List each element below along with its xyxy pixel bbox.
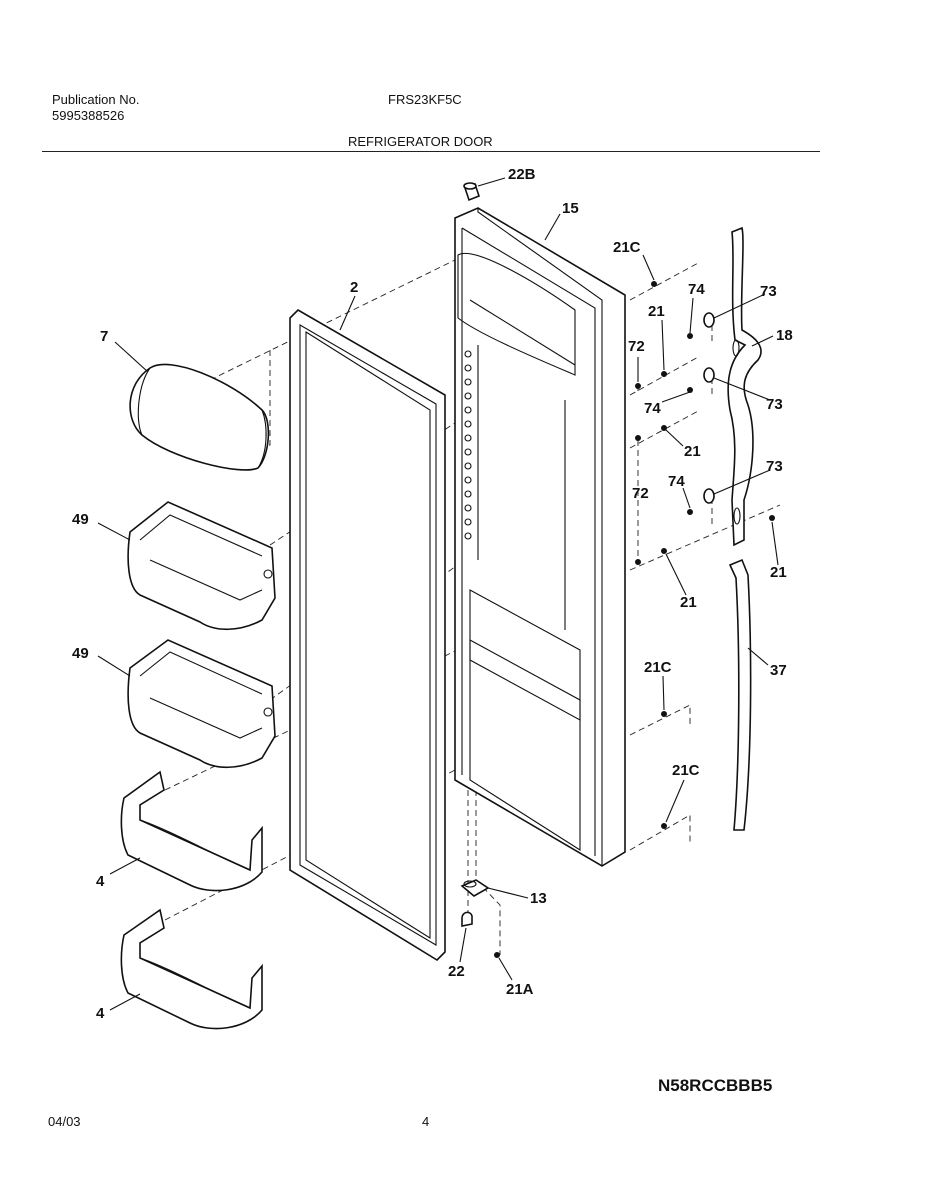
handle-mounts xyxy=(703,312,715,504)
callout-37: 37 xyxy=(770,662,787,679)
publication-label: Publication No. xyxy=(52,92,140,107)
publication-number: 5995388526 xyxy=(52,108,125,123)
callout-73-c: 73 xyxy=(766,458,783,475)
callout-73-b: 73 xyxy=(766,396,783,413)
callout-74-c: 74 xyxy=(668,473,685,490)
door-liner-part xyxy=(454,207,626,867)
door-bin-lower xyxy=(127,639,276,769)
callout-4-a: 4 xyxy=(96,873,105,890)
liner-clip-dots xyxy=(464,350,472,540)
callout-labels: 22B 15 21C 2 7 74 73 21 18 72 74 73 21 7… xyxy=(72,166,793,1022)
callout-21-b: 21 xyxy=(684,443,701,460)
callout-74-b: 74 xyxy=(644,400,661,417)
callout-21-d: 21 xyxy=(680,594,697,611)
handle-part xyxy=(727,226,762,547)
shelf-bin-upper xyxy=(120,770,263,892)
bottom-hinge-hardware xyxy=(460,879,500,958)
callout-49-a: 49 xyxy=(72,511,89,528)
handle-insert-part xyxy=(728,558,752,831)
callout-21C-top: 21C xyxy=(613,239,641,256)
callout-22: 22 xyxy=(448,963,465,980)
callout-22B: 22B xyxy=(508,166,536,183)
reference-code: N58RCCBBB5 xyxy=(658,1076,773,1095)
callout-21-a: 21 xyxy=(648,303,665,320)
callout-21C-low: 21C xyxy=(672,762,700,779)
page-number: 4 xyxy=(422,1114,430,1129)
top-cap-part xyxy=(463,182,480,202)
callout-21A: 21A xyxy=(506,981,534,998)
callout-18: 18 xyxy=(776,327,793,344)
dairy-cover-part xyxy=(129,363,270,471)
callout-15: 15 xyxy=(562,200,579,217)
header-divider xyxy=(42,151,820,152)
callout-21-c: 21 xyxy=(770,564,787,581)
callout-21C-mid: 21C xyxy=(644,659,672,676)
shelf-bin-lower xyxy=(120,908,263,1030)
publication-date: 04/03 xyxy=(48,1114,81,1129)
door-gasket-part xyxy=(289,308,446,962)
screw-dots xyxy=(635,281,775,829)
callout-2: 2 xyxy=(350,279,358,296)
callout-49-b: 49 xyxy=(72,645,89,662)
callout-7: 7 xyxy=(100,328,108,345)
callout-4-b: 4 xyxy=(96,1005,105,1022)
model-number: FRS23KF5C xyxy=(388,92,462,107)
door-bin-upper xyxy=(127,501,276,631)
callout-72-a: 72 xyxy=(628,338,645,355)
callout-72-b: 72 xyxy=(632,485,649,502)
callout-13: 13 xyxy=(530,890,547,907)
callout-74-a: 74 xyxy=(688,281,705,298)
section-title: REFRIGERATOR DOOR xyxy=(348,134,493,149)
leader-lines xyxy=(97,177,779,1011)
callout-73-a: 73 xyxy=(760,283,777,300)
